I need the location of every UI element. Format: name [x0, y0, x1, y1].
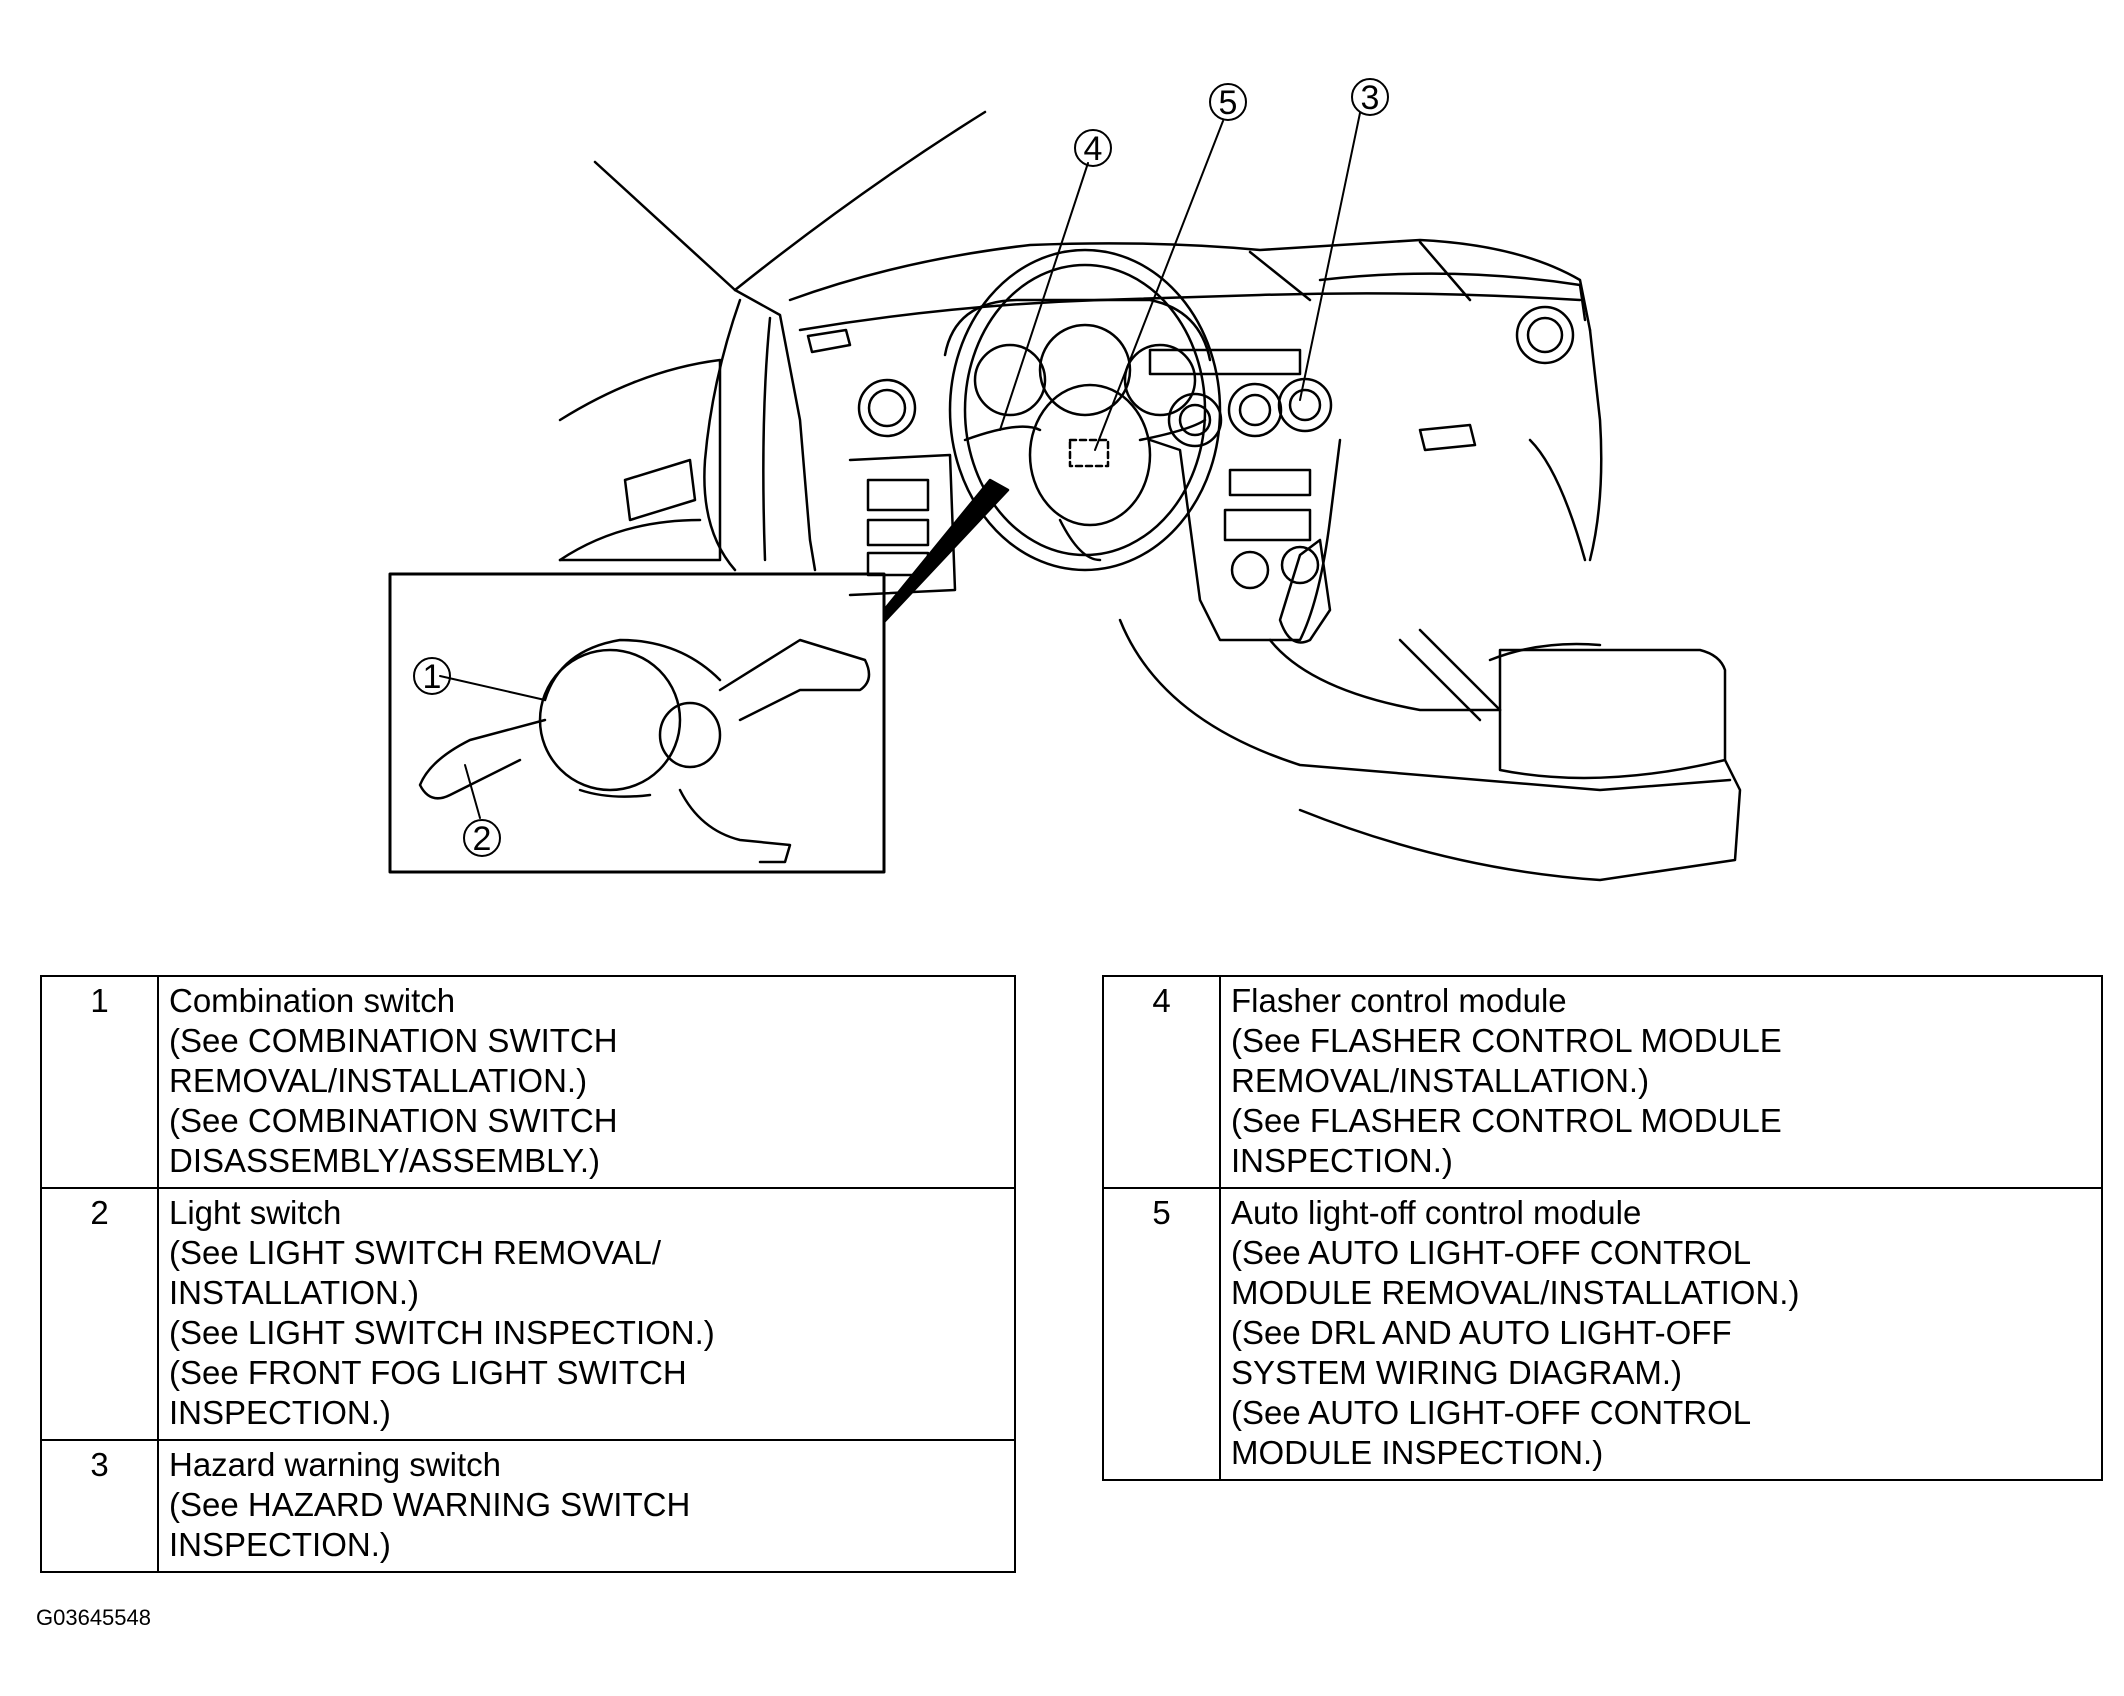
- legend-line: MODULE INSPECTION.): [1231, 1434, 1604, 1471]
- svg-text:3: 3: [1361, 79, 1380, 117]
- legend-line: Flasher control module: [1231, 982, 1567, 1019]
- legend-line: Hazard warning switch: [169, 1446, 501, 1483]
- legend-number: 5: [1102, 1187, 1221, 1481]
- center-stack: [1148, 348, 1342, 644]
- legend-table-right: 4 Flasher control module (See FLASHER CO…: [1102, 975, 2103, 1481]
- legend-line: (See DRL AND AUTO LIGHT-OFF: [1231, 1314, 1732, 1351]
- svg-text:5: 5: [1219, 84, 1238, 122]
- legend-line: Combination switch: [169, 982, 456, 1019]
- legend-description: Hazard warning switch (See HAZARD WARNIN…: [157, 1439, 1016, 1573]
- legend-description: Flasher control module (See FLASHER CONT…: [1219, 975, 2103, 1189]
- legend-description: Light switch (See LIGHT SWITCH REMOVAL/ …: [157, 1187, 1016, 1441]
- legend-line: (See FLASHER CONTROL MODULE: [1231, 1022, 1782, 1059]
- dashboard-outline: [788, 238, 1603, 562]
- legend-description: Auto light-off control module (See AUTO …: [1219, 1187, 2103, 1481]
- svg-text:2: 2: [473, 820, 492, 858]
- legend-line: INSPECTION.): [1231, 1142, 1453, 1179]
- legend-line: INSPECTION.): [169, 1526, 391, 1563]
- figure-id: G03645548: [36, 1605, 151, 1630]
- glove-box: [1318, 272, 1587, 452]
- legend-line: (See AUTO LIGHT-OFF CONTROL: [1231, 1394, 1752, 1431]
- legend-line: SYSTEM WIRING DIAGRAM.): [1231, 1354, 1683, 1391]
- legend-row: 1 Combination switch (See COMBINATION SW…: [40, 975, 1016, 1189]
- legend-line: Auto light-off control module: [1231, 1194, 1642, 1231]
- legend-number: 2: [40, 1187, 159, 1441]
- legend-line: (See LIGHT SWITCH REMOVAL/: [169, 1234, 662, 1271]
- callout-4: 4: [1074, 129, 1112, 168]
- legend-line: (See HAZARD WARNING SWITCH: [169, 1486, 691, 1523]
- legend-line: REMOVAL/INSTALLATION.): [1231, 1062, 1650, 1099]
- svg-text:4: 4: [1084, 130, 1103, 168]
- a-pillar: [593, 110, 987, 572]
- legend-line: (See AUTO LIGHT-OFF CONTROL: [1231, 1234, 1752, 1271]
- instrument-cluster: [943, 298, 1212, 417]
- legend-line: INSTALLATION.): [169, 1274, 419, 1311]
- legend-line: (See COMBINATION SWITCH: [169, 1022, 618, 1059]
- left-air-vent: [806, 328, 917, 438]
- callout-5: 5: [1209, 83, 1247, 122]
- callout-2: 2: [463, 819, 501, 858]
- legend-number: 4: [1102, 975, 1221, 1189]
- legend-line: DISASSEMBLY/ASSEMBLY.): [169, 1142, 600, 1179]
- door-panel: [558, 358, 722, 562]
- legend-row: 3 Hazard warning switch (See HAZARD WARN…: [40, 1439, 1016, 1573]
- legend-line: (See FRONT FOG LIGHT SWITCH: [169, 1354, 687, 1391]
- legend-line: MODULE REMOVAL/INSTALLATION.): [1231, 1274, 1800, 1311]
- legend-line: INSPECTION.): [169, 1394, 391, 1431]
- combination-switch-inset: [388, 478, 1010, 874]
- legend-line: Light switch: [169, 1194, 342, 1231]
- legend-line: (See COMBINATION SWITCH: [169, 1102, 618, 1139]
- legend-description: Combination switch (See COMBINATION SWIT…: [157, 975, 1016, 1189]
- leader-lines: [439, 112, 1361, 819]
- legend-line: (See LIGHT SWITCH INSPECTION.): [169, 1314, 715, 1351]
- legend-number: 3: [40, 1439, 159, 1573]
- callout-1: 1: [413, 657, 451, 696]
- legend-line: (See FLASHER CONTROL MODULE: [1231, 1102, 1782, 1139]
- legend-line: REMOVAL/INSTALLATION.): [169, 1062, 588, 1099]
- legend-row: 2 Light switch (See LIGHT SWITCH REMOVAL…: [40, 1187, 1016, 1441]
- legend-row: 4 Flasher control module (See FLASHER CO…: [1102, 975, 2103, 1189]
- svg-text:1: 1: [423, 658, 442, 696]
- legend-number: 1: [40, 975, 159, 1189]
- legend-table-left: 1 Combination switch (See COMBINATION SW…: [40, 975, 1016, 1573]
- floor-console: [1118, 618, 1742, 882]
- callout-3: 3: [1351, 78, 1389, 117]
- legend-row: 5 Auto light-off control module (See AUT…: [1102, 1187, 2103, 1481]
- dashboard-illustration: 1 2 3 4 5: [388, 78, 1742, 882]
